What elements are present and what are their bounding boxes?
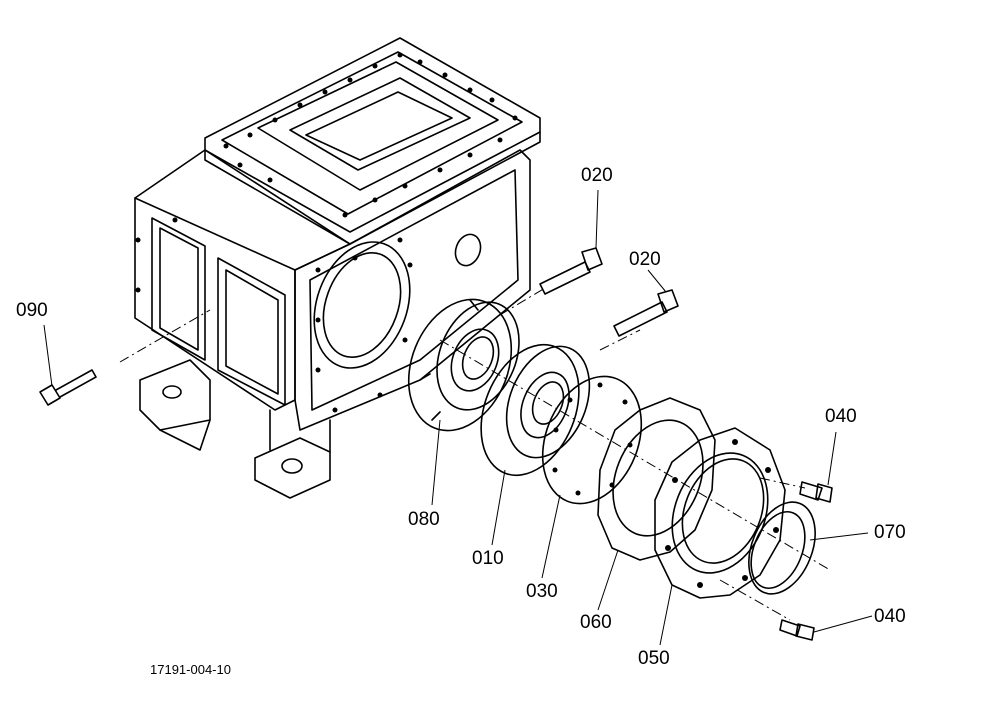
- callout-050: 050: [638, 648, 670, 669]
- bolt-090: [39, 369, 97, 406]
- callout-060: 060: [580, 612, 612, 633]
- transmission-case: [134, 37, 541, 499]
- part-050-cover: [654, 427, 786, 599]
- leader-lines: [43, 189, 873, 646]
- callout-030: 030: [526, 581, 558, 602]
- callout-040-lower: 040: [874, 606, 906, 627]
- callout-020-lower: 020: [629, 249, 661, 270]
- callout-080: 080: [408, 509, 440, 530]
- part-060-shim: [597, 397, 716, 561]
- callout-070: 070: [874, 522, 906, 543]
- drawing-reference-number: 17191-004-10: [150, 662, 231, 677]
- part-070-seal: [748, 501, 816, 595]
- part-010-housing: [480, 343, 591, 477]
- callout-010: 010: [472, 548, 504, 569]
- callout-090: 090: [16, 300, 48, 321]
- bolt-040-lower: [779, 619, 815, 641]
- callout-020-upper: 020: [581, 165, 613, 186]
- bolt-020-upper: [539, 247, 603, 295]
- bolt-020-lower: [613, 289, 679, 337]
- part-080-carrier: [407, 298, 520, 432]
- callout-040-upper: 040: [825, 406, 857, 427]
- part-030-gasket: [541, 375, 643, 505]
- bolt-040-upper: [799, 481, 833, 503]
- assembly-axis: [119, 309, 211, 363]
